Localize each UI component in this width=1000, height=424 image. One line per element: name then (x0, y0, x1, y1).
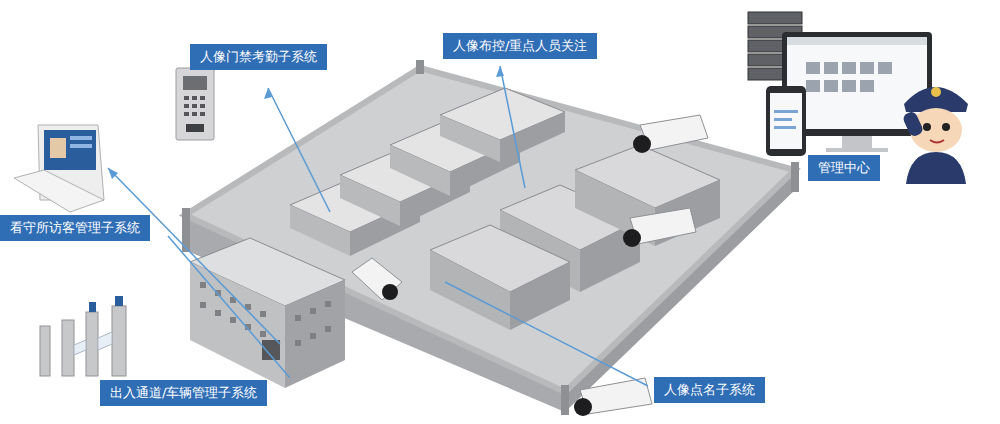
label-text: 管理中心 (818, 160, 870, 175)
leader-arrowheads (108, 66, 504, 179)
label-text: 人像门禁考勤子系统 (200, 49, 317, 64)
wall-top (185, 68, 795, 392)
turnstiles (40, 296, 126, 376)
office-building (190, 238, 345, 388)
label-box: 出入通道/车辆管理子系统 (100, 380, 267, 406)
camera (633, 115, 708, 153)
leader-lines (108, 66, 648, 386)
label-box: 人像门禁考勤子系统 (190, 44, 327, 70)
police-cartoon (902, 87, 968, 184)
label-text: 出入通道/车辆管理子系统 (110, 385, 257, 400)
label-text: 看守所访客管理子系统 (10, 220, 140, 235)
label-text: 人像布控/重点人员关注 (453, 38, 587, 53)
compound-ground (185, 68, 795, 392)
label-box: 看守所访客管理子系统 (0, 215, 150, 241)
label-text: 人像点名子系统 (664, 382, 755, 397)
workshop-buildings (430, 145, 720, 330)
label-box: 管理中心 (808, 155, 880, 181)
camera (623, 208, 696, 247)
phone (766, 86, 806, 156)
camera (352, 258, 402, 300)
label-box: 人像布控/重点人员关注 (443, 33, 597, 59)
wall-posts (182, 60, 799, 415)
visitor-kiosk (14, 125, 104, 212)
camera (574, 378, 652, 416)
label-box: 人像点名子系统 (654, 377, 765, 403)
access-panel (176, 68, 214, 140)
